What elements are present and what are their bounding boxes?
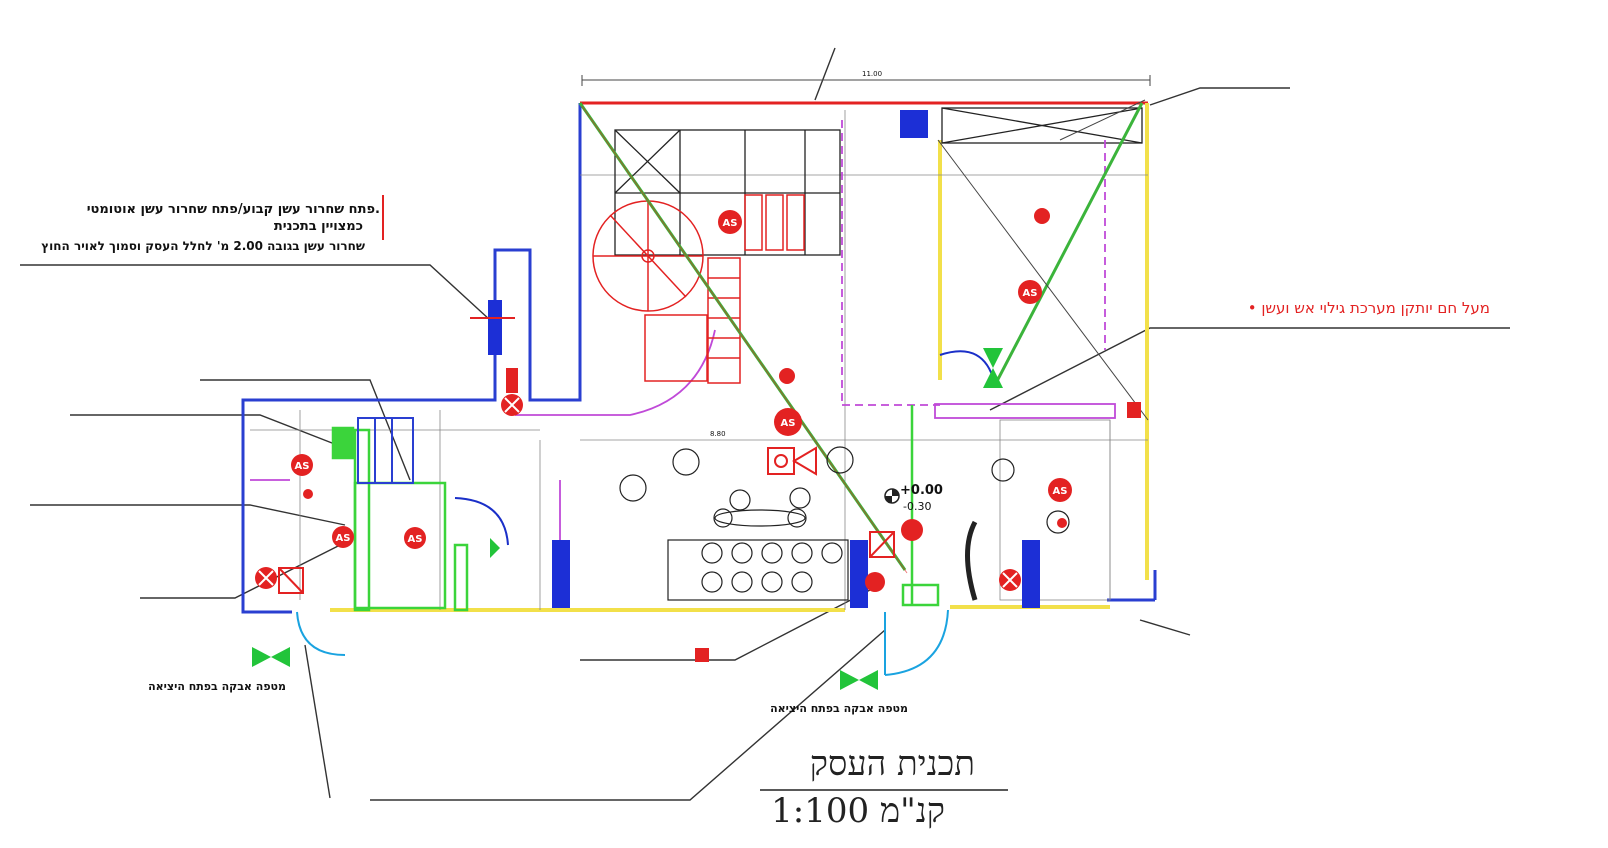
- smoke-vent-text-2: כמצויין בתכנית: [274, 219, 363, 234]
- exit-arrow-icon: [271, 647, 290, 667]
- hydrant-as-icon: [1018, 280, 1042, 304]
- fire-panels: [278, 446, 895, 594]
- exit-arrow-icon: [983, 368, 1003, 388]
- hydrant-as-icon: [718, 210, 742, 234]
- smoke-vent-text-3: שחרור עשן בגובה 2.00 מ' לחלל העסק וסמוך …: [41, 239, 365, 253]
- hydrant-label: AS: [781, 418, 796, 429]
- top-right-diagonal: [1059, 99, 1146, 141]
- hydrant-as-icon: [291, 454, 313, 476]
- dimension-top: [581, 75, 1151, 86]
- hydrant-as-icon: [1048, 478, 1072, 502]
- smoke-detector-icon: [779, 368, 795, 384]
- shelving-grid: [614, 129, 841, 256]
- hydrant-markers: [291, 210, 1072, 549]
- exit-arrow-icon: [983, 348, 1003, 368]
- fire-extinguisher-icon: [501, 394, 523, 416]
- dimension-top-label: 11.00: [862, 70, 882, 78]
- exit-arrow-icon: [859, 670, 878, 690]
- seating: [619, 446, 1070, 601]
- hydrant-as-icon: [332, 526, 354, 548]
- interior-grid: [250, 110, 1148, 610]
- smoke-detector-icon: [1034, 208, 1050, 224]
- elevation-bottom: -0.30: [903, 500, 931, 513]
- extinguisher-left-label: מטפה אבקה בפתח היציאה: [148, 680, 286, 693]
- exit-arrow-icon: [490, 538, 500, 558]
- fire-extinguisher-icon: [999, 569, 1021, 591]
- extinguisher-right-label: מטפה אבקה בפתח היציאה: [770, 702, 908, 715]
- black-diagonal-right: [937, 139, 1149, 421]
- hydrant-label: AS: [1053, 486, 1068, 497]
- dimension-mid: 8.80: [710, 430, 726, 438]
- storage-box: [941, 107, 1143, 144]
- hydrant-label: AS: [1023, 288, 1038, 299]
- plan-scale: קנ"מ 1:100: [771, 791, 945, 831]
- exterior-walls: [241, 103, 1157, 614]
- smoke-vent-text-1: פתח שחרור עשן קבוע/פתח שחרור עשן אוטומטי…: [87, 202, 380, 217]
- blue-column-top: [900, 110, 928, 138]
- exit-arrows: [252, 348, 1003, 690]
- blue-columns: [488, 300, 1040, 608]
- green-diagonal-right: [993, 102, 1144, 386]
- fire-extinguisher-icon: [255, 567, 277, 589]
- hydrant-label: AS: [723, 218, 738, 229]
- exit-arrow-icon: [840, 670, 859, 690]
- green-equipment: [331, 405, 940, 612]
- elevation-marker: [884, 488, 900, 504]
- fire-extinguisher-icon: [865, 572, 885, 592]
- hydrant-label: AS: [295, 461, 310, 472]
- red-panel: [695, 648, 709, 662]
- plan-title: תכנית העסק: [810, 744, 975, 784]
- hydrant-label: AS: [336, 533, 351, 544]
- smoke-detector-icon: [1057, 518, 1067, 528]
- red-valve: [506, 368, 518, 393]
- red-diagonal-main: [581, 105, 908, 574]
- exit-path: [330, 103, 1149, 612]
- red-equipment: [592, 194, 805, 384]
- red-box-right: [1127, 402, 1141, 418]
- wc-stalls: [357, 417, 414, 484]
- hydrant-label: AS: [408, 534, 423, 545]
- hydrant-as-icon: [774, 408, 802, 436]
- smoke-detector-icons: [303, 208, 1067, 528]
- elevation-top: +0.00: [900, 483, 943, 498]
- fire-extinguisher-icons: [255, 394, 1021, 592]
- detection-system-text: • מעל חם יותקן מערכת גילוי אש ועשן: [1248, 299, 1490, 317]
- exit-arrow-icon: [252, 647, 271, 667]
- leader-lines: [20, 47, 1510, 801]
- hydrant-as-icon: [404, 527, 426, 549]
- smoke-vent: [382, 195, 515, 319]
- hydrant-as-icon: [901, 519, 923, 541]
- smoke-detector-icon: [303, 489, 313, 499]
